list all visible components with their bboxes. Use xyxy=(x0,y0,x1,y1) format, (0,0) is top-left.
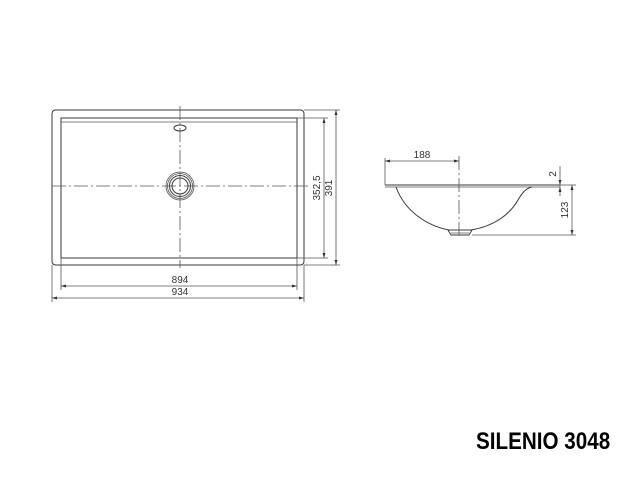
drain-icon xyxy=(165,171,195,201)
dimension-drain-offset: 188 xyxy=(384,150,459,185)
dimension-inner-depth: 352,5 xyxy=(312,118,326,258)
dimension-outer-width: 934 xyxy=(52,287,304,300)
dimension-outer-depth: 391 xyxy=(324,110,338,265)
dimension-inner-width: 894 xyxy=(61,275,297,288)
outer-rim-outline xyxy=(51,109,305,266)
dimension-label: 934 xyxy=(172,287,189,298)
overflow-hole-icon xyxy=(173,124,187,132)
dimension-label: 188 xyxy=(414,150,431,161)
top-view: 352,5 391 894 934 xyxy=(51,106,340,302)
dimension-label: 352,5 xyxy=(312,175,323,200)
inner-basin-outline xyxy=(60,117,298,259)
dimension-label: 391 xyxy=(324,179,335,196)
side-view: 188 2 123 xyxy=(384,150,576,238)
dimension-label: 2 xyxy=(548,171,559,177)
dimension-basin-depth: 123 xyxy=(560,185,574,235)
drain-profile xyxy=(447,229,473,236)
dimension-rim-thickness: 2 xyxy=(548,166,562,196)
product-title: SILENIO 3048 xyxy=(476,428,611,455)
basin-profile xyxy=(395,186,533,231)
dimension-label: 894 xyxy=(172,275,189,286)
dimension-label: 123 xyxy=(560,201,571,218)
